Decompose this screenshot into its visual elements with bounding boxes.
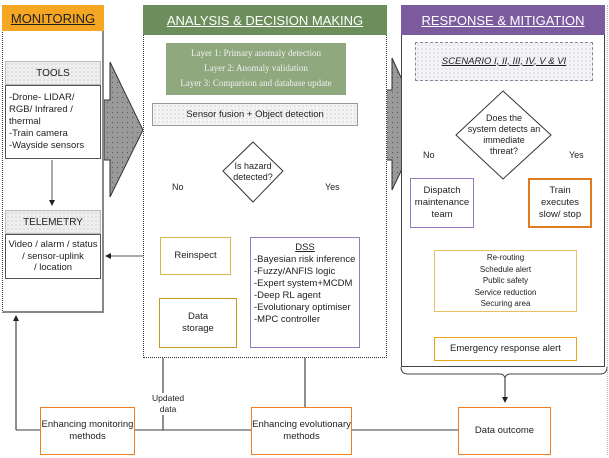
train-box: Train executes slow/ stop (528, 178, 592, 228)
threat-decision-diamond (455, 90, 552, 180)
train-line: Train (549, 185, 571, 197)
decision-line: immediate (483, 135, 525, 145)
dss-box: DSS -Bayesian risk inference -Fuzzy/ANFI… (250, 237, 360, 348)
yes-label: Yes (569, 150, 584, 160)
decision-line: Is hazard (234, 160, 272, 171)
scenario-box: SCENARIO I, II, III, IV, V & VI (415, 42, 593, 81)
updated-data-label: Updated data (152, 393, 185, 415)
decision-line: threat? (489, 146, 519, 156)
telemetry-header: TELEMETRY (5, 210, 101, 234)
no-label: No (423, 150, 435, 160)
layer-item: Layer 1: Primary anomaly detection (191, 48, 321, 58)
dss-title: DSS (295, 242, 315, 253)
telemetry-line: / sensor-uplink (22, 250, 84, 262)
action-item: Public safety (482, 276, 529, 286)
reinspect-box: Reinspect (160, 237, 231, 275)
train-line: executes (540, 197, 580, 209)
tools-item: -Wayside sensors (9, 139, 85, 151)
box-line: methods (283, 431, 320, 442)
box-line: Enhancing evolutionary (252, 419, 351, 431)
yes-label: Yes (325, 182, 340, 192)
layer-item: Layer 2: Anomaly validation (204, 63, 308, 73)
dispatch-line: maintenance (414, 197, 470, 209)
monitoring-panel (2, 5, 104, 313)
tools-item: -Drone- LIDAR/ (9, 92, 75, 103)
dss-item: -Bayesian risk inference (254, 254, 356, 265)
no-label: No (172, 182, 184, 192)
data-storage-box: Data storage (159, 298, 237, 348)
box-line: methods (69, 431, 106, 442)
response-header: RESPONSE & MITIGATION (401, 5, 605, 35)
tools-item: RGB/ Infrared / (9, 103, 73, 115)
threat-decision-label: Does the system detects an immediate thr… (463, 112, 545, 158)
data-storage-line: Data (187, 311, 209, 323)
telemetry-body: Video / alarm / status / sensor-uplink /… (5, 234, 101, 279)
page-edge (607, 5, 608, 455)
sensor-fusion-box: Sensor fusion + Object detection (152, 103, 358, 126)
dss-item: -Expert system+MCDM (254, 278, 353, 289)
data-storage-line: storage (182, 323, 214, 334)
data-outcome-box: Data outcome (458, 407, 551, 455)
tools-list: -Drone- LIDAR/ RGB/ Infrared / thermal -… (5, 85, 101, 159)
enhancing-evolutionary-box: Enhancing evolutionary methods (251, 407, 352, 455)
dispatch-line: team (431, 208, 453, 220)
tools-item: -Train camera (9, 127, 68, 139)
dss-item: -Fuzzy/ANFIS logic (254, 266, 336, 277)
updated-data-line: data (159, 404, 177, 414)
tools-item: thermal (9, 115, 41, 127)
box-line: Enhancing monitoring (41, 419, 134, 431)
monitoring-header: MONITORING (2, 5, 104, 31)
flow-arrow-monitoring-to-analysis (103, 61, 144, 198)
enhancing-monitoring-box: Enhancing monitoring methods (40, 407, 135, 455)
emergency-alert-box: Emergency response alert (434, 337, 577, 361)
dss-item: -MPC controller (254, 314, 320, 325)
analysis-header: ANALYSIS & DECISION MAKING (143, 5, 387, 35)
action-item: Re-routing (486, 253, 525, 263)
layers-box: Layer 1: Primary anomaly detection Layer… (166, 43, 346, 95)
action-item: Securing area (480, 299, 531, 309)
hazard-decision-label: Is hazard detected? (228, 158, 278, 186)
action-item: Schedule alert (479, 264, 532, 274)
train-line: slow/ stop (538, 208, 582, 220)
updated-data-line: Updated (152, 393, 185, 403)
layer-item: Layer 3: Comparison and database update (180, 78, 332, 88)
decision-line: Does the (485, 113, 523, 123)
telemetry-line: Video / alarm / status (8, 238, 98, 250)
dispatch-line: Dispatch (423, 185, 461, 197)
dss-item: -Deep RL agent (254, 290, 321, 301)
decision-line: system detects an (467, 124, 541, 134)
telemetry-line: / location (33, 262, 73, 274)
actions-box: Re-routing Schedule alert Public safety … (434, 250, 577, 312)
dss-item: -Evolutionary optimiser (254, 302, 351, 313)
tools-header: TOOLS (5, 61, 101, 85)
hazard-decision-diamond (222, 141, 284, 203)
dispatch-box: Dispatch maintenance team (410, 178, 474, 228)
action-item: Service reduction (474, 287, 537, 297)
decision-line: detected? (233, 172, 273, 182)
